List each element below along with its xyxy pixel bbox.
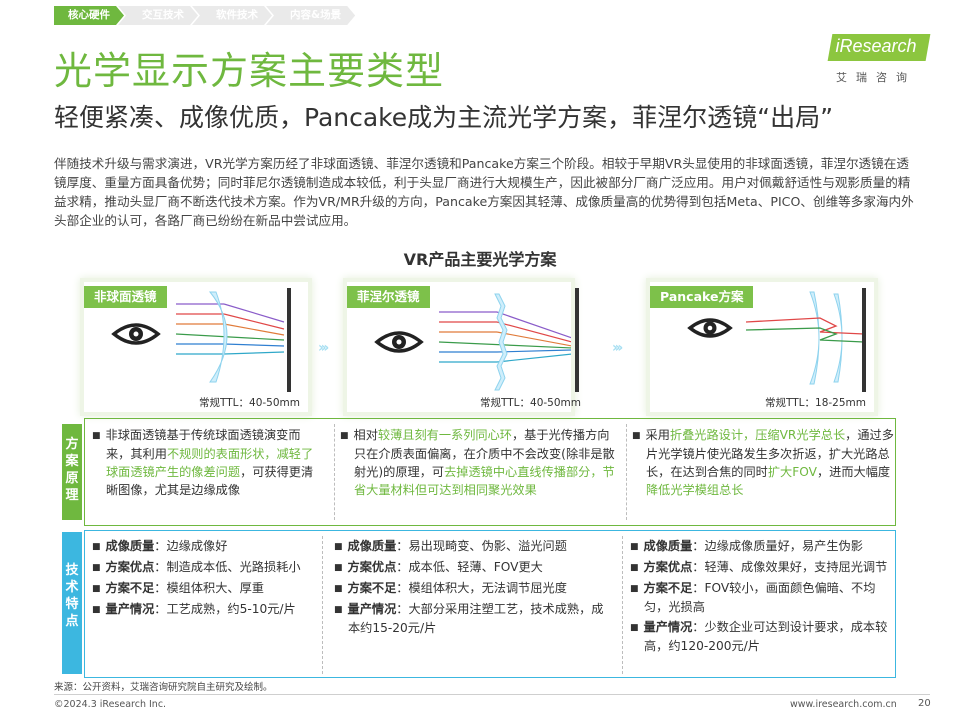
breadcrumb-item-interaction[interactable]: 交互技术 [118, 6, 198, 25]
features-row-label: 技术特点 [62, 532, 82, 674]
diagram-card-fresnel: 菲涅尔透镜 常规TTL：40-50mm [347, 282, 581, 412]
footer-divider [54, 694, 930, 695]
source-note: 来源：公开资料，艾瑞咨询研究院自主研究及绘制。 [54, 682, 273, 693]
feature-item: ■方案优点：轻薄、成像效果好，支持屈光调节 [630, 560, 888, 574]
feature-item: ■量产情况：少数企业可达到设计要求，成本较高，约120-200元/片 [630, 620, 888, 653]
aspheric-lens-shape [208, 291, 228, 383]
column-divider [322, 536, 323, 674]
copyright: ©2024.3 iResearch Inc. [54, 699, 167, 710]
logo-cn-text: 艾瑞咨询 [836, 71, 916, 84]
fresnel-lens-diagram [374, 293, 571, 391]
eye-icon [111, 323, 161, 345]
iresearch-logo: iResearch 艾瑞咨询 [822, 34, 931, 86]
page-subtitle: 轻便紧凑、成像优质，Pancake成为主流光学方案，菲涅尔透镜“出局” [54, 103, 834, 132]
ttl-label: 常规TTL：40-50mm [480, 397, 581, 409]
breadcrumb-item-software[interactable]: 软件技术 [192, 6, 272, 25]
logo-text: iResearch [835, 36, 917, 56]
ttl-label: 常规TTL：18-25mm [765, 397, 866, 409]
bullet-icon: ■ [92, 431, 101, 441]
page-number: 20 [918, 698, 931, 709]
display-panel [862, 288, 866, 392]
fresnel-lens-shape [494, 293, 508, 391]
bullet-icon: ■ [340, 431, 349, 441]
feature-item: ■成像质量：边缘成像质量好，易产生伪影 [630, 539, 863, 553]
pancake-lens-diagram [687, 288, 866, 392]
diagram-card-pancake: Pancake方案 常规TTL：18-25mm [650, 282, 874, 412]
column-divider [626, 424, 627, 520]
feature-item: ■成像质量：边缘成像好 [92, 539, 228, 553]
intro-paragraph: 伴随技术升级与需求演进，VR光学方案历经了非球面透镜、菲涅尔透镜和Pancake… [54, 156, 914, 228]
feature-item: ■方案优点：制造成本低、光路损耗小 [92, 560, 301, 574]
feature-item: ■量产情况：工艺成熟，约5-10元/片 [92, 602, 296, 616]
chevron-right-icon: ››› [612, 340, 623, 356]
card-label: 菲涅尔透镜 [347, 286, 430, 308]
features-aspheric: ■成像质量：边缘成像好 ■方案优点：制造成本低、光路损耗小 ■方案不足：模组体积… [92, 537, 314, 621]
chevron-right-icon: ››› [318, 340, 329, 356]
features-pancake: ■成像质量：边缘成像质量好，易产生伪影 ■方案优点：轻薄、成像效果好，支持屈光调… [630, 537, 892, 657]
breadcrumb-item-content[interactable]: 内容&场景 [266, 6, 355, 25]
display-panel [575, 288, 579, 392]
eye-icon [374, 331, 424, 353]
column-divider [334, 424, 335, 520]
column-divider [622, 536, 623, 674]
principle-frame [84, 418, 896, 526]
principle-pancake: ■采用折叠光路设计，压缩VR光学总长，通过多片光学镜片使光路发生多次折返，扩大光… [632, 428, 894, 497]
display-panel [287, 288, 291, 392]
card-label: 非球面透镜 [84, 286, 167, 308]
feature-item: ■方案不足：FOV较小，画面颜色偏暗、不均匀，光损高 [630, 581, 876, 614]
feature-item: ■量产情况：大部分采用注塑工艺，技术成熟，成本约15-20元/片 [334, 602, 604, 635]
section-title: VR产品主要光学方案 [403, 250, 557, 269]
feature-item: ■方案不足：模组体积大、厚重 [92, 581, 264, 595]
ttl-label: 常规TTL：40-50mm [199, 397, 300, 409]
breadcrumb: 核心硬件 交互技术 软件技术 内容&场景 [54, 6, 349, 25]
feature-item: ■方案不足：模组体积大，无法调节屈光度 [334, 581, 567, 595]
page-title: 光学显示方案主要类型 [54, 49, 445, 93]
principle-aspheric: ■非球面透镜基于传统球面透镜演变而来，其利用不规则的表面形状，减轻了球面透镜产生… [92, 428, 314, 497]
website-link[interactable]: www.iresearch.com.cn [790, 699, 897, 710]
diagram-card-aspheric: 非球面透镜 常规TTL：40-50mm [84, 282, 308, 412]
eye-icon [687, 318, 733, 338]
aspheric-lens-diagram [111, 288, 291, 392]
bullet-icon: ■ [632, 431, 641, 441]
features-frame [84, 530, 896, 678]
feature-item: ■成像质量：易出现畸变、伪影、溢光问题 [334, 539, 567, 553]
principle-row-label: 方案原理 [62, 424, 82, 520]
breadcrumb-item-hardware[interactable]: 核心硬件 [54, 6, 124, 25]
card-label: Pancake方案 [650, 286, 754, 308]
feature-item: ■方案优点：成本低、轻薄、FOV更大 [334, 560, 543, 574]
features-fresnel: ■成像质量：易出现畸变、伪影、溢光问题 ■方案优点：成本低、轻薄、FOV更大 ■… [334, 537, 614, 639]
principle-fresnel: ■相对较薄且刻有一系列同心环，基于光传播方向只在介质表面偏离，在介质中不会改变(… [340, 428, 615, 497]
